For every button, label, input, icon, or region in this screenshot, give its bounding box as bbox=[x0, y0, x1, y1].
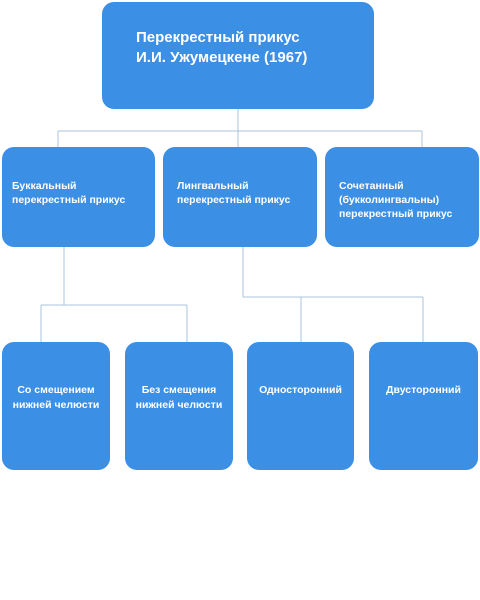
node-combined-crossbite: Сочетанный (букколингвальны) перекрестны… bbox=[325, 147, 479, 247]
node-bilateral-label: Двусторонний bbox=[386, 384, 461, 396]
node-combined-label: Сочетанный (букколингвальны) перекрестны… bbox=[339, 180, 453, 220]
node-lingual-crossbite: Лингвальный перекрестный прикус bbox=[163, 147, 317, 247]
node-unilateral: Односторонний bbox=[247, 342, 354, 470]
node-lingual-label: Лингвальный перекрестный прикус bbox=[177, 180, 291, 206]
node-with-mandible-shift: Со смещением нижней челюсти bbox=[2, 342, 110, 470]
node-with-mandible-shift-label: Со смещением нижней челюсти bbox=[12, 384, 100, 411]
root-node-label: Перекрестный прикус И.И. Ужумецкене (196… bbox=[136, 29, 308, 66]
node-without-mandible-shift: Без смещения нижней челюсти bbox=[125, 342, 233, 470]
root-node-crossbite-classification: Перекрестный прикус И.И. Ужумецкене (196… bbox=[102, 2, 374, 109]
node-unilateral-label: Односторонний bbox=[259, 384, 342, 396]
node-without-mandible-shift-label: Без смещения нижней челюсти bbox=[135, 384, 223, 411]
node-buccal-crossbite: Буккальный перекрестный прикус bbox=[2, 147, 155, 247]
node-buccal-label: Буккальный перекрестный прикус bbox=[12, 180, 126, 206]
node-bilateral: Двусторонний bbox=[369, 342, 478, 470]
